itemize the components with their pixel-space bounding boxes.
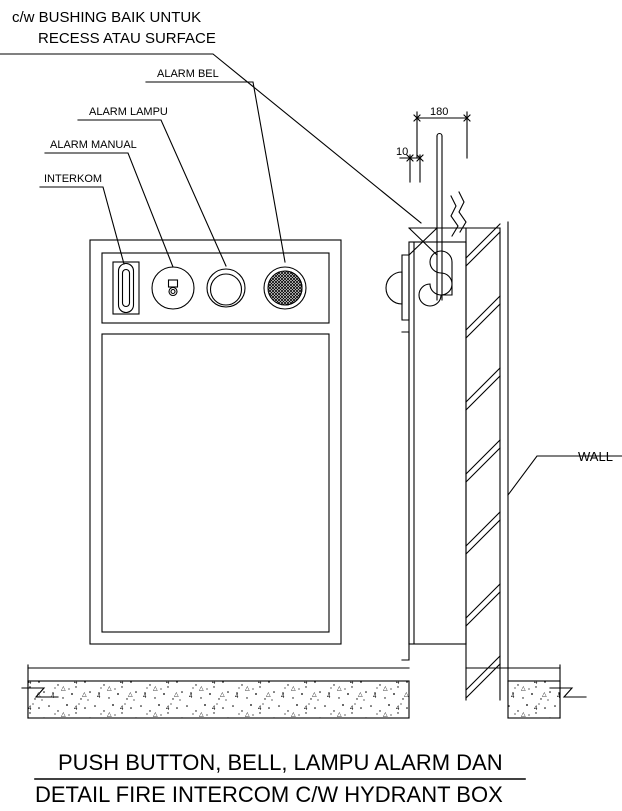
dim-180-value: 180: [430, 106, 448, 118]
handset-profile-icon: [418, 250, 453, 307]
callout-alarm-bel: ALARM BEL: [145, 68, 286, 263]
dim-10-value: 10: [396, 146, 408, 158]
callout-alarm-manual-leader: [44, 152, 174, 268]
dim-180-tick-right: [463, 114, 471, 122]
callout-alarm-manual: ALARM MANUAL: [44, 139, 174, 268]
break-symbol-left-icon: [21, 687, 59, 698]
callout-wall: WALL: [507, 449, 622, 496]
bell-outer-ring-icon: [263, 266, 307, 310]
side-view-section: [385, 132, 509, 701]
dim-10-tick-right: [416, 154, 424, 162]
callout-interkom-label: INTERKOM: [44, 173, 102, 185]
front-view-cabinet: [89, 239, 342, 645]
bushing-note-group: c/w BUSHING BAIK UNTUK RECESS ATAU SURFA…: [0, 9, 422, 224]
callout-interkom: INTERKOM: [39, 173, 125, 265]
dimension-10: 10: [396, 146, 424, 183]
bushing-note-line1: c/w BUSHING BAIK UNTUK: [12, 9, 201, 26]
intercom-handset-device: [112, 261, 140, 315]
bushing-note-line2: RECESS ATAU SURFACE: [38, 30, 216, 47]
wall-assembly: [465, 221, 509, 701]
title-line-2: DETAIL FIRE INTERCOM C/W HYDRANT BOX: [35, 782, 503, 807]
lamp-inner-icon: [209, 273, 243, 306]
callout-alarm-lampu-label: ALARM LAMPU: [89, 106, 168, 118]
alarm-bell-device: [263, 266, 307, 310]
handset-inner-icon: [121, 268, 131, 308]
side-mounting-flange: [401, 254, 410, 321]
wall-hatch: [465, 223, 501, 699]
door-panel: [101, 333, 330, 633]
callout-alarm-lampu-leader: [77, 119, 227, 267]
callout-wall-leader: [507, 455, 622, 496]
conduit-riser-cap: [436, 132, 443, 137]
slab-aggregate-left: [27, 680, 410, 719]
dimension-180: 180: [413, 106, 471, 159]
box-top-cross-marker: [408, 227, 438, 256]
callout-interkom-leader: [39, 186, 125, 265]
bell-side-profile: [385, 271, 403, 305]
callout-alarm-manual-label: ALARM MANUAL: [50, 139, 137, 151]
zigzag-break-icon: [450, 191, 467, 237]
dim-180-tick-left: [413, 114, 421, 122]
pull-station-ring: [151, 266, 195, 310]
side-lower-flange: [401, 331, 410, 661]
device-panel: [101, 252, 330, 324]
title-line-1: PUSH BUTTON, BELL, LAMPU ALARM DAN: [58, 750, 503, 775]
dim-10-tick-left: [406, 154, 414, 162]
lamp-circle-icon: [206, 268, 246, 308]
pull-station-knob-icon: [168, 286, 178, 297]
callout-alarm-bel-leader: [145, 81, 286, 263]
handset-icon: [117, 263, 135, 313]
bushing-note-leader: [0, 53, 422, 224]
pull-station-icon: [167, 279, 179, 288]
cabinet-outer-frame: [89, 239, 342, 645]
title-block: PUSH BUTTON, BELL, LAMPU ALARM DAN DETAI…: [34, 750, 526, 807]
callout-alarm-bel-label: ALARM BEL: [157, 68, 219, 80]
bell-profile-icon: [385, 271, 403, 305]
manual-pull-station-device: [151, 266, 195, 310]
break-symbol-right-icon: [549, 687, 587, 698]
ground-slab: [21, 664, 587, 719]
slab-aggregate-right: [507, 680, 561, 719]
callout-alarm-lampu: ALARM LAMPU: [77, 106, 227, 267]
handset-side-profile: [418, 250, 453, 307]
callout-wall-label: WALL: [578, 449, 613, 464]
intercom-plate: [112, 261, 140, 315]
bell-shade-icon: [284, 270, 303, 306]
pull-station-knob-inner-icon: [170, 288, 176, 295]
alarm-lamp-device: [206, 268, 246, 308]
